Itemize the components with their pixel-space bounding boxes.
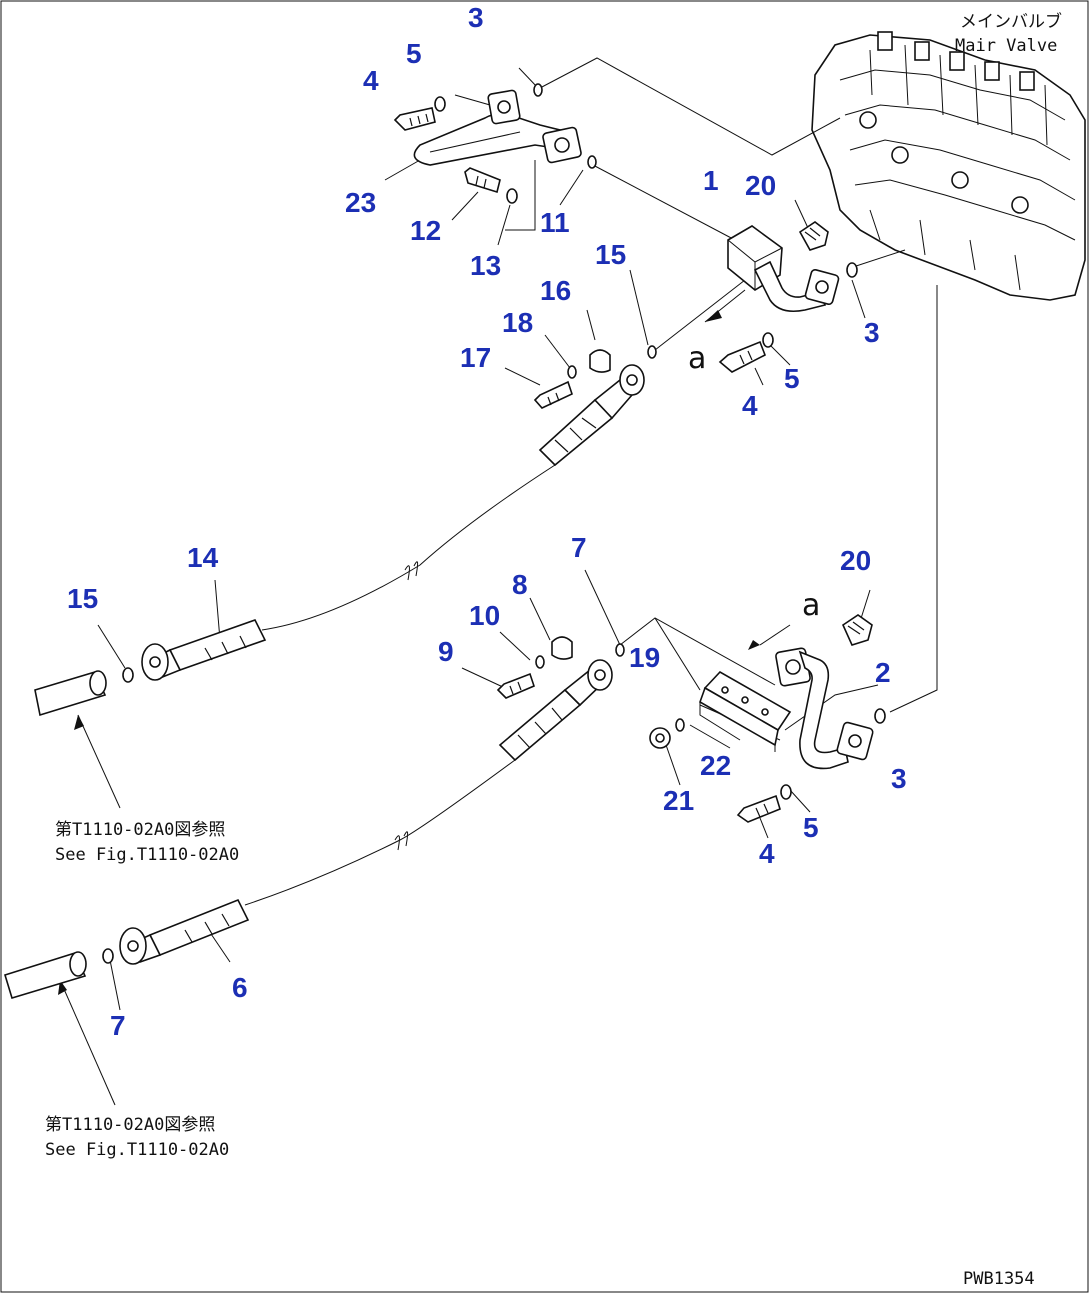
part-label-14: 14 [187,542,219,573]
part-label-12: 12 [410,215,441,246]
part-label-11: 11 [540,207,570,238]
part-label-5-mid: 5 [784,363,800,394]
callout-a-upper: a [688,341,706,376]
part-label-7-mid: 7 [571,532,587,563]
part-label-22: 22 [700,750,731,781]
main-valve-label-jp: メインバルブ [960,11,1062,32]
reference-note-upper-en: See Fig.T1110-02A0 [55,845,239,865]
callout-a-lower: a [802,588,820,623]
leader-lines [59,57,938,1106]
part-number-labels: 1 2 3 3 3 4 4 4 5 5 5 6 7 7 8 9 10 11 12… [67,2,907,1041]
part-label-5-top: 5 [406,38,422,69]
annotations: メインバルブ Mair Valve a a 第T1110-02A0図参照 See… [45,11,1062,1289]
part-label-21: 21 [663,785,694,816]
part-label-15-top: 15 [595,239,626,270]
main-valve [811,31,1086,301]
part-label-6: 6 [232,972,248,1003]
part-label-20-top: 20 [745,170,776,201]
part-label-5-bottom: 5 [803,812,819,843]
part-label-8: 8 [512,569,528,600]
part-label-15-left: 15 [67,583,98,614]
part-label-10: 10 [469,600,500,631]
part-label-1: 1 [703,165,719,196]
part-label-19: 19 [629,642,660,673]
block-19 [699,614,886,770]
hardware-block-19 [649,718,792,823]
hose-14 [34,349,645,717]
reference-note-lower-jp: 第T1110-02A0図参照 [45,1115,215,1135]
part-label-18: 18 [502,307,533,338]
block-1 [727,221,858,313]
part-label-23: 23 [345,187,376,218]
part-label-3-bottom: 3 [891,763,907,794]
part-label-3-top: 3 [468,2,484,33]
part-label-17: 17 [460,342,491,373]
hose-6 [4,636,625,999]
reference-note-upper-jp: 第T1110-02A0図参照 [55,820,225,840]
main-valve-label-en: Mair Valve [955,36,1057,56]
reference-note-lower-en: See Fig.T1110-02A0 [45,1140,229,1160]
tube-23 [413,89,582,231]
part-label-2: 2 [875,657,891,688]
part-label-20-bottom: 20 [840,545,871,576]
hardware-block-1 [647,332,774,373]
part-label-7-bottom: 7 [110,1010,126,1041]
part-label-16: 16 [540,275,571,306]
part-label-3-mid: 3 [864,317,880,348]
part-label-9: 9 [438,636,454,667]
part-label-4-bottom: 4 [759,838,775,869]
hardware-upper-left [393,83,597,204]
reference-arrows [58,289,791,995]
part-label-13: 13 [470,250,501,281]
part-label-4-mid: 4 [742,390,758,421]
drawing-code: PWB1354 [963,1269,1035,1289]
part-label-4-top: 4 [363,65,379,96]
